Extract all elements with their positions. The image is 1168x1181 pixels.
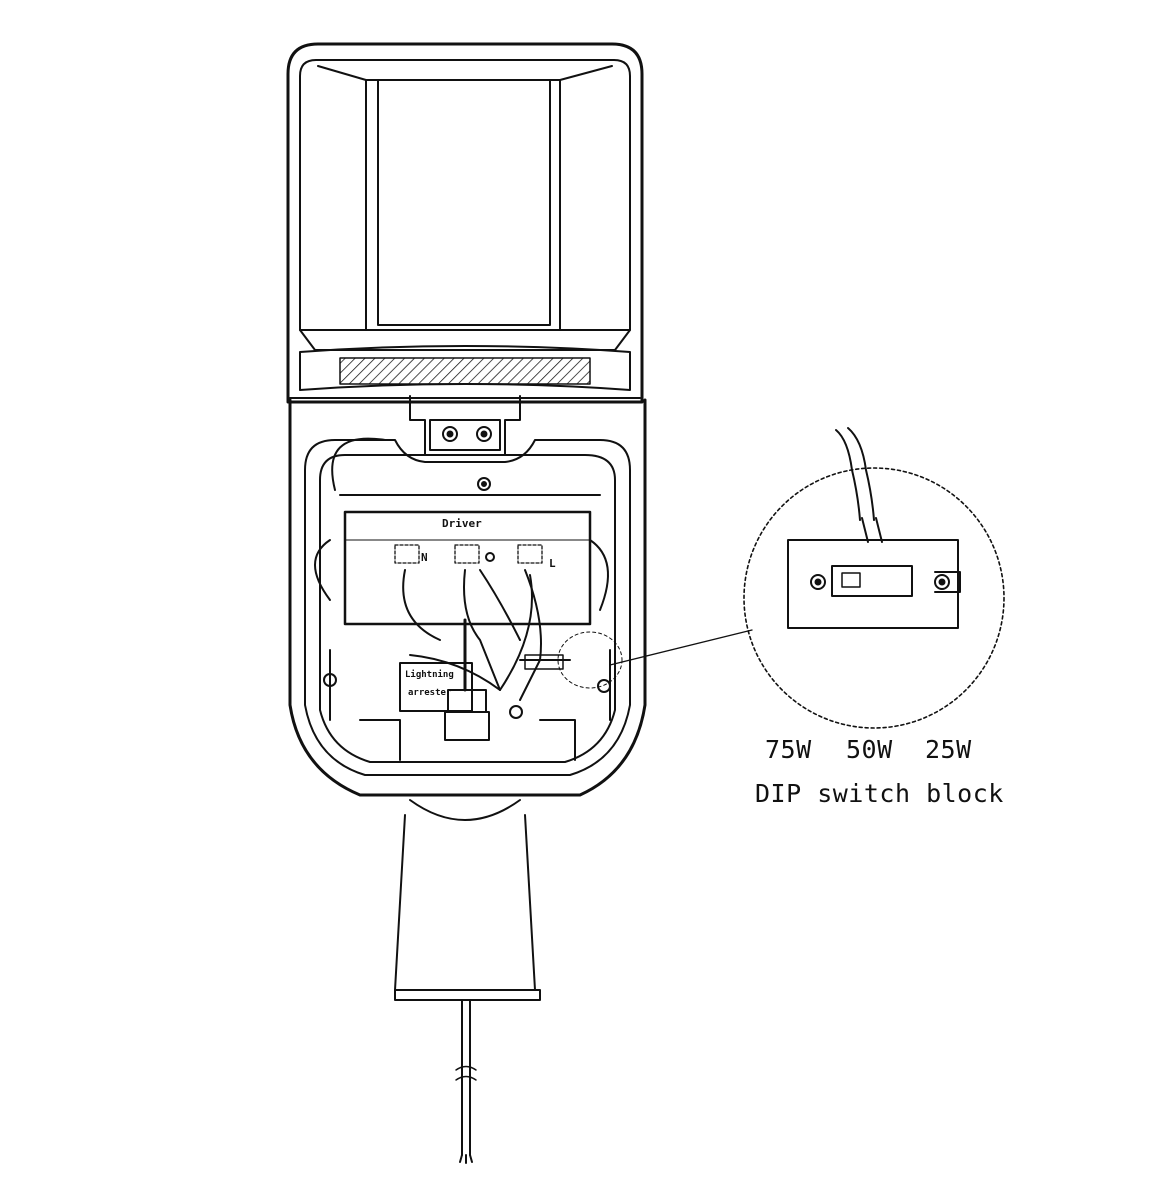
wattage-75w-label: 75W [765,735,812,764]
neutral-terminal-label: N [421,551,428,564]
heat-sink-grille [289,345,641,399]
mounting-bracket [409,395,521,456]
live-terminal-label: L [549,557,556,570]
cable-gland [444,618,523,741]
lightning-arrester [399,662,473,712]
dip-switch-block-magnified [831,565,913,597]
arrester-label-line1: Lightning [405,670,454,680]
dip-switch-callout [743,427,1005,729]
bracket-screw-left [442,426,458,442]
driver-label: Driver [442,517,482,530]
pole-mount [394,799,541,1001]
arrester-label-line2: arrester [408,688,452,698]
callout-leader-line [609,629,753,666]
dip-switch-onboard [524,654,564,670]
internal-wiring [314,437,609,701]
output-cable [455,999,477,1164]
driver-box [343,510,592,626]
bracket-screw-right [476,426,492,442]
dip-switch-block-title: DIP switch block [755,779,1004,808]
driver-compartment-housing [288,398,647,797]
lamp-head-housing [286,42,644,404]
wattage-50w-label: 50W [846,735,893,764]
wattage-25w-label: 25W [925,735,972,764]
